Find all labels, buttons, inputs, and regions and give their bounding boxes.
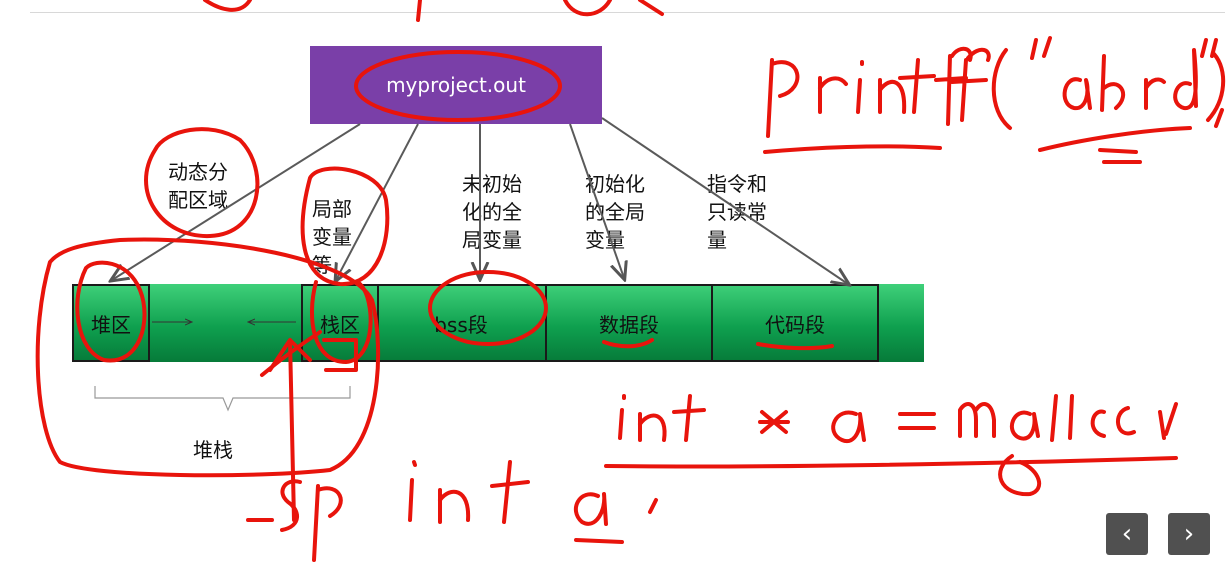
label-init-globals: 初始化 的全局 变量 <box>585 172 645 252</box>
label-local-vars: 局部 变量 等 <box>312 197 352 277</box>
label-instructions: 指令和 只读常 量 <box>707 172 767 252</box>
arrow-to-heap <box>112 123 361 280</box>
arrow-to-code <box>601 117 848 284</box>
label-brace-heap-stack: 堆栈 <box>193 438 233 462</box>
segment-data: 数据段 <box>545 284 713 362</box>
segment-code: 代码段 <box>711 284 879 362</box>
arrow-to-stack <box>336 123 419 280</box>
arrow-to-data <box>569 123 624 278</box>
chevron-right-icon: › <box>1183 519 1195 549</box>
label-dynamic-alloc: 动态分 配区域 <box>168 160 228 212</box>
heap-stack-brace <box>94 386 351 412</box>
chevron-left-icon: ‹ <box>1121 519 1133 549</box>
segment-bss: bss段 <box>377 284 547 362</box>
top-divider <box>30 12 1225 13</box>
program-box: myproject.out <box>310 46 602 124</box>
prev-slide-button[interactable]: ‹ <box>1106 513 1148 555</box>
next-slide-button[interactable]: › <box>1168 513 1210 555</box>
label-uninit-globals: 未初始 化的全 局变量 <box>462 172 522 252</box>
